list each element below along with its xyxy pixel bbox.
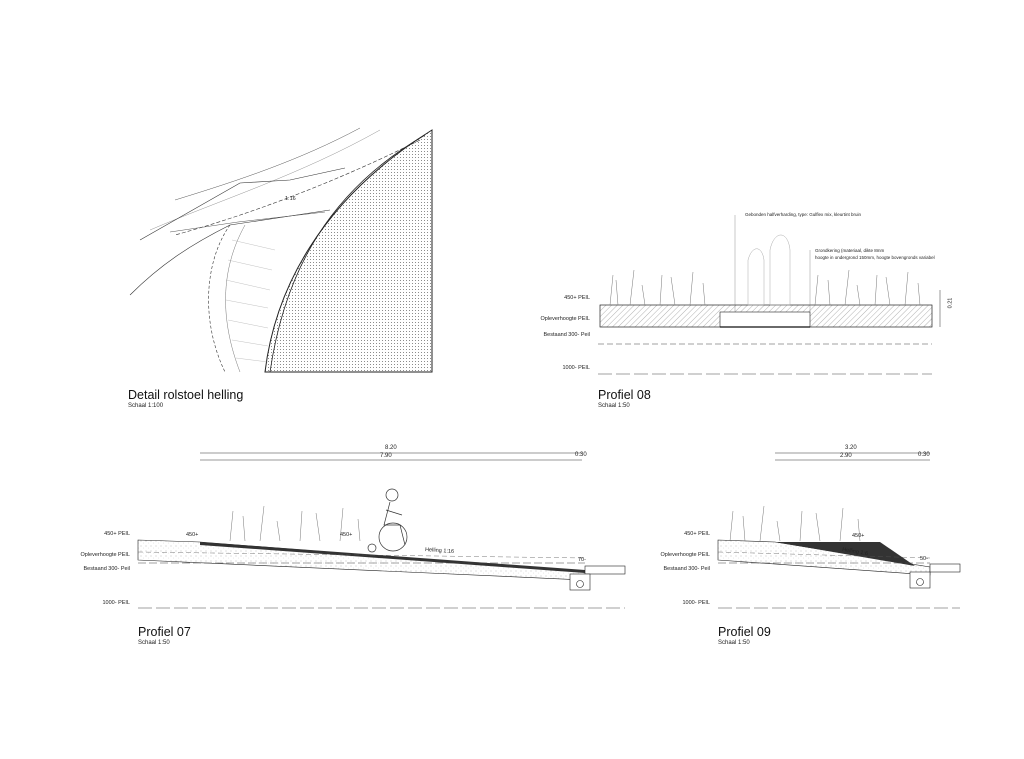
profiel09-level: Bestaand 300- Peil (663, 566, 710, 572)
profiel07-section (137, 452, 626, 609)
detail-scale: Schaal 1:100 (128, 403, 164, 409)
profiel07-mark: 450+ (340, 532, 353, 538)
profiel07-mark: 450+ (186, 532, 199, 538)
profiel08-level: 450+ PEIL (564, 295, 590, 301)
detail-plan (129, 127, 433, 373)
profiel07-title: Profiel 07 (138, 625, 191, 639)
profiel09-mark: 450+ (852, 533, 865, 539)
profiel09-dim-total: 3.20 (845, 445, 857, 451)
profiel09-section (717, 452, 961, 609)
profiel09-scale: Schaal 1:50 (718, 640, 750, 646)
profiel07-mark: 70- (578, 557, 586, 563)
profiel08-dimension: 0.21 (947, 297, 954, 309)
vegetation (229, 269, 921, 542)
profiel09-mark: 50- (920, 556, 928, 562)
profiel07-dim-main: 7.90 (380, 453, 392, 459)
profiel08-annotation: Grondkering (materiaal, dikte 8mm (815, 248, 885, 253)
profiel07-dim-total: 8.20 (385, 445, 397, 451)
profiel07-level: Opleverhoogte PEIL (80, 552, 130, 558)
profiel09-level: 1000- PEIL (682, 600, 710, 606)
profiel08-annotation: Gebonden halfverharding, type: Gulflex m… (745, 212, 862, 217)
profiel09-level: Opleverhoogte PEIL (660, 552, 710, 558)
detail-title: Detail rolstoel helling (128, 388, 244, 402)
profiel07-dim-small: 0.30 (575, 452, 587, 458)
profiel09-level: 450+ PEIL (684, 531, 710, 537)
profiel08-annotation: hoogte in ondergrond 150mm, hoogte boven… (815, 255, 935, 260)
profiel07-scale: Schaal 1:50 (138, 640, 170, 646)
profiel09-dim-main: 2.90 (840, 453, 852, 459)
profiel09-dim-small: 0.30 (918, 452, 930, 458)
profiel07-level: Bestaand 300- Peil (83, 566, 130, 572)
profiel08-level: 1000- PEIL (562, 365, 590, 371)
profiel08-scale: Schaal 1:50 (598, 403, 630, 409)
profiel08-section (598, 215, 941, 375)
profiel08-level: Bestaand 300- Peil (543, 332, 590, 338)
profiel08-level: Opleverhoogte PEIL (540, 316, 590, 322)
detail-slope-label: 1:16 (285, 196, 296, 202)
profiel07-level: 450+ PEIL (104, 531, 130, 537)
profiel07-level: 1000- PEIL (102, 600, 130, 606)
profiel08-title: Profiel 08 (598, 388, 651, 402)
wheelchair-icon (367, 488, 408, 553)
profiel09-title: Profiel 09 (718, 625, 771, 639)
